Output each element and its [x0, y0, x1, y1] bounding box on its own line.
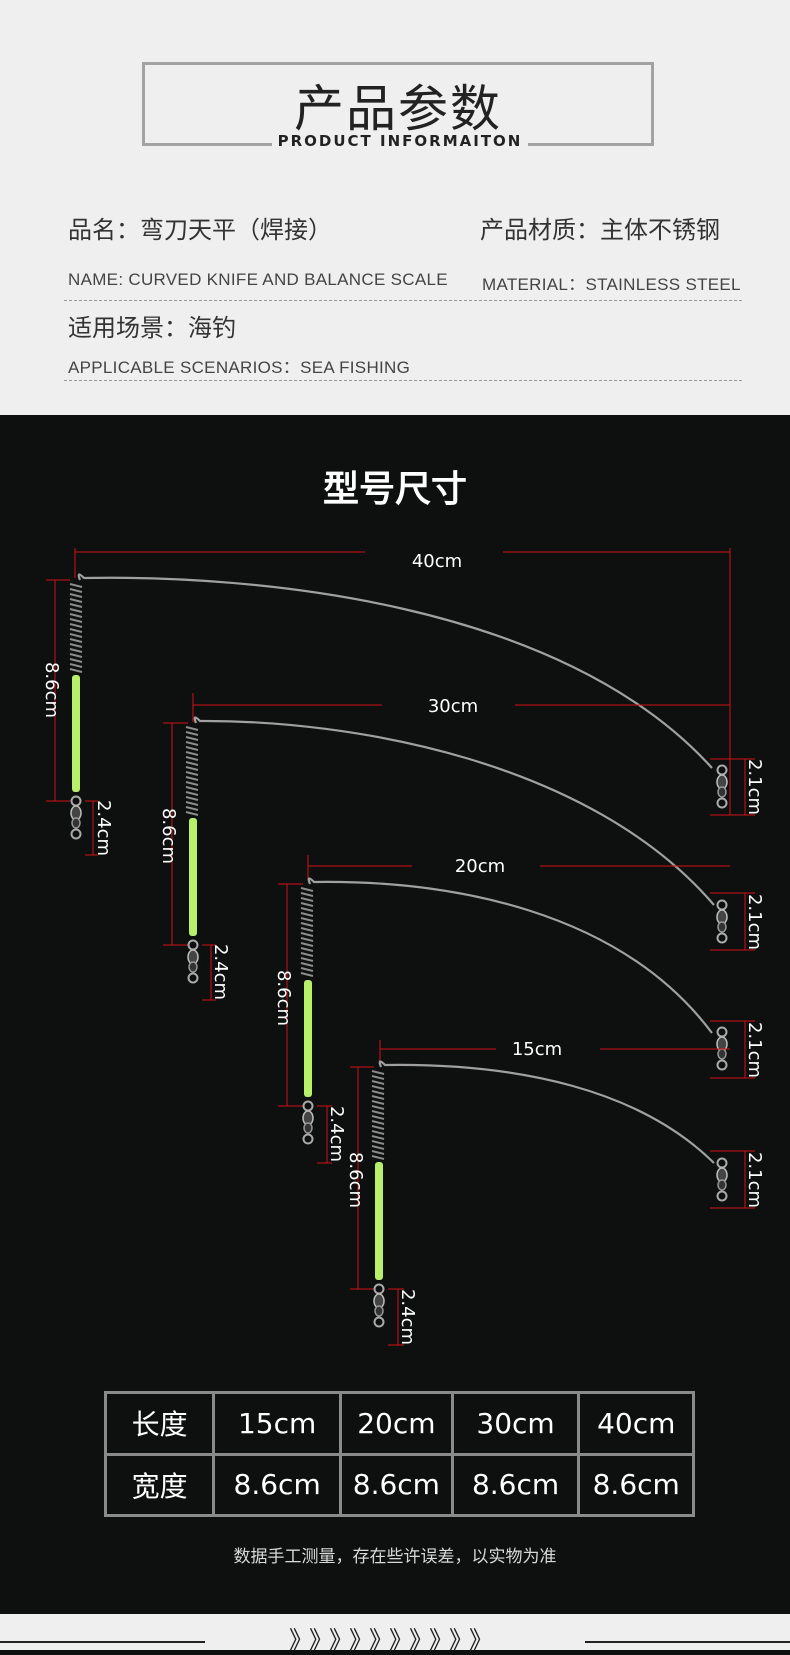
length-label: 15cm: [512, 1039, 562, 1060]
size-diagram: 40cm 8.6cm 2.4cm 2.1cm 30cm 8.6cm 2.4cm: [41, 548, 765, 1346]
name-zh: 品名：弯刀天平（焊接）: [68, 216, 332, 244]
page-title: 产品参数: [294, 80, 502, 138]
footer-line-left: [0, 1641, 205, 1643]
footer-strip: 》》》》》》》》》》: [0, 1614, 790, 1654]
material-en: MATERIAL：STAINLESS STEEL: [482, 275, 741, 294]
height-label: 8.6cm: [158, 808, 179, 864]
height-label: 8.6cm: [345, 1152, 366, 1208]
table-cell: 20cm: [339, 1391, 454, 1456]
size-table: 长度 15cm 20cm 30cm 40cm 宽度 8.6cm 8.6cm 8.…: [103, 1391, 695, 1517]
end-label: 2.1cm: [744, 759, 765, 815]
rig-40cm: 40cm 8.6cm 2.4cm 2.1cm: [41, 548, 765, 856]
end-label: 2.1cm: [744, 1152, 765, 1208]
measurement-note: 数据手工测量，存在些许误差，以实物为准: [233, 1547, 557, 1567]
height-label: 8.6cm: [273, 970, 294, 1026]
table-cell: 8.6cm: [450, 1452, 581, 1517]
table-cell: 30cm: [450, 1391, 581, 1456]
rig-15cm: 15cm 8.6cm 2.4cm 2.1cm: [345, 1039, 765, 1346]
footer-line-right: [585, 1641, 790, 1643]
end-label: 2.1cm: [744, 894, 765, 950]
table-cell: 15cm: [212, 1391, 343, 1456]
rig-20cm: 20cm 8.6cm 2.4cm 2.1cm: [273, 855, 765, 1164]
swivel-label: 2.4cm: [326, 1106, 347, 1162]
divider: [64, 300, 742, 301]
table-cell: 长度: [103, 1391, 216, 1456]
double-arrow-icons: 》》》》》》》》》》: [289, 1626, 501, 1654]
table-cell: 8.6cm: [339, 1452, 454, 1517]
swivel-label: 2.4cm: [93, 800, 114, 856]
swivel-label: 2.4cm: [397, 1289, 418, 1345]
product-info-section: 产品参数 PRODUCT INFORMAITON 品名：弯刀天平（焊接） 产品材…: [0, 0, 790, 415]
scene-en: APPLICABLE SCENARIOS：SEA FISHING: [68, 358, 411, 377]
table-row: 宽度 8.6cm 8.6cm 8.6cm 8.6cm: [103, 1452, 695, 1517]
title-frame: 产品参数 PRODUCT INFORMAITON: [142, 62, 654, 156]
length-label: 20cm: [455, 856, 505, 877]
height-label: 8.6cm: [41, 662, 62, 718]
table-cell: 8.6cm: [212, 1452, 343, 1517]
table-cell: 8.6cm: [577, 1452, 695, 1517]
table-cell: 宽度: [103, 1452, 216, 1517]
table-cell: 40cm: [577, 1391, 695, 1456]
length-label: 40cm: [412, 551, 462, 572]
end-label: 2.1cm: [744, 1022, 765, 1078]
sizes-title: 型号尺寸: [322, 469, 467, 510]
scene-zh: 适用场景：海钓: [68, 314, 236, 342]
table-row: 长度 15cm 20cm 30cm 40cm: [103, 1391, 695, 1456]
rig-30cm: 30cm 8.6cm 2.4cm 2.1cm: [158, 693, 765, 1001]
swivel-label: 2.4cm: [210, 944, 231, 1000]
page-subtitle: PRODUCT INFORMAITON: [277, 132, 523, 150]
name-en: NAME: CURVED KNIFE AND BALANCE SCALE: [68, 270, 448, 289]
divider: [64, 380, 742, 381]
length-label: 30cm: [428, 696, 478, 717]
material-zh: 产品材质：主体不锈钢: [480, 216, 720, 244]
subtitle-mask: PRODUCT INFORMAITON: [272, 132, 528, 156]
